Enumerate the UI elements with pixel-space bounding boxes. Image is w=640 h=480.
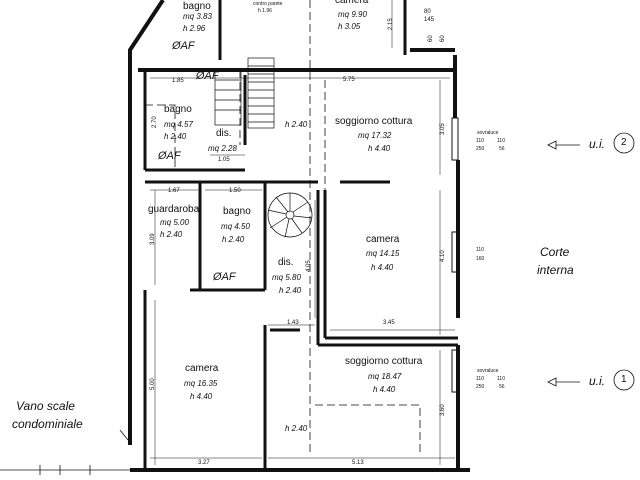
dim-80: 80 xyxy=(424,9,431,15)
bottom-details xyxy=(0,429,130,475)
room-camera-low-area: mq 16.35 xyxy=(184,379,218,388)
window-3-h2: 56 xyxy=(499,384,505,390)
dim-145: 145 xyxy=(424,17,435,23)
room-dis-2-area: mq 5.80 xyxy=(272,273,301,282)
dim-345: 3.45 xyxy=(383,320,395,326)
dim-309: 3.09 xyxy=(150,233,156,245)
unit-arrows xyxy=(547,132,635,391)
room-dis-1: dis. xyxy=(216,128,232,139)
room-bagno-mid-height: h 2.40 xyxy=(164,132,187,141)
room-camera-top-area: mq 9.90 xyxy=(338,10,367,19)
window-3-w1: 110 xyxy=(476,376,484,382)
spiral-stair xyxy=(267,192,313,238)
window-3-w2: 110 xyxy=(497,376,505,382)
vano-scale-label-1: Vano scale xyxy=(16,399,75,413)
room-soggiorno-1-height: h 4.40 xyxy=(368,144,391,153)
ui-label-2: u.i. xyxy=(589,137,606,151)
room-guardaroba-height: h 2.40 xyxy=(160,230,183,239)
ui-label-1: u.i. xyxy=(589,374,606,388)
room-camera-top: camera xyxy=(335,0,369,6)
room-dis-2-height: h 2.40 xyxy=(279,286,302,295)
window-1-h: 160 xyxy=(476,256,485,262)
room-camera-low-height: h 4.40 xyxy=(190,392,213,401)
room-camera-top-height: h 3.05 xyxy=(338,22,361,31)
window-2-w1: 110 xyxy=(476,138,484,144)
room-bagno-top: bagno xyxy=(183,1,211,12)
dim-405: 4.05 xyxy=(306,260,312,272)
room-soggiorno-1-area: mq 17.32 xyxy=(358,131,392,140)
af-label-3: ØAF xyxy=(158,150,181,162)
dim-150: 1.50 xyxy=(229,188,241,194)
room-guardaroba: guardaroba xyxy=(148,204,200,215)
room-soggiorno-1: soggiorno cottura xyxy=(335,116,413,127)
dimension-lines xyxy=(150,0,455,465)
room-bagno-low: bagno xyxy=(223,206,251,217)
room-dis-2: dis. xyxy=(278,257,294,268)
room-camera-mid-height: h 4.40 xyxy=(371,263,394,272)
windows xyxy=(451,117,459,393)
ui-number-1: 1 xyxy=(621,374,627,385)
room-bagno-mid: bagno xyxy=(164,104,192,115)
room-soggiorno-2: soggiorno cottura xyxy=(345,356,423,367)
dim-60a: 60 xyxy=(428,35,434,42)
dim-513: 5.13 xyxy=(352,460,364,466)
dim-270: 2.70 xyxy=(152,116,158,128)
window-2-w2: 110 xyxy=(497,138,505,144)
dim-575: 5.75 xyxy=(343,77,355,83)
room-bagno-mid-area: mq 4.57 xyxy=(164,120,193,129)
dim-360: 3.60 xyxy=(440,404,446,416)
sovraluce-label-2: sovraluce xyxy=(477,130,499,136)
room-dis-1-area: mq 2.28 xyxy=(208,144,237,153)
corte-label-2: interna xyxy=(537,263,574,277)
straight-stair xyxy=(214,57,275,129)
dim-185: 1.85 xyxy=(172,78,184,84)
sovraluce-label-1: sovraluce xyxy=(477,368,499,374)
corte-label-1: Corte xyxy=(540,245,570,259)
window-2-h1: 250 xyxy=(476,146,485,152)
room-soggiorno-2-area: mq 18.47 xyxy=(368,372,402,381)
dim-410: 4.10 xyxy=(440,250,446,262)
controparete-label: contro parete xyxy=(253,1,283,7)
dim-305: 3.05 xyxy=(440,123,446,135)
window-1-w: 110 xyxy=(476,247,484,253)
dim-215: 2.15 xyxy=(388,18,394,30)
dim-105: 1.05 xyxy=(218,157,230,163)
room-bagno-top-area: mq 3.83 xyxy=(183,12,212,21)
af-label-top: ØAF xyxy=(172,40,195,52)
dashed-lines xyxy=(145,0,421,455)
outer-walls xyxy=(128,0,470,472)
room-camera-mid-area: mq 14.15 xyxy=(366,249,400,258)
window-3-h1: 250 xyxy=(476,384,485,390)
dim-167: 1.67 xyxy=(168,188,180,194)
height-label-a: h 2.40 xyxy=(285,120,308,129)
room-camera-mid: camera xyxy=(366,234,400,245)
dim-327: 3.27 xyxy=(198,460,210,466)
window-2-h2: 56 xyxy=(499,146,505,152)
af-label-4: ØAF xyxy=(213,271,236,283)
vano-scale-label-2: condominiale xyxy=(12,417,83,431)
room-camera-low: camera xyxy=(185,363,219,374)
dim-60b: 60 xyxy=(440,35,446,42)
room-soggiorno-2-height: h 4.40 xyxy=(373,385,396,394)
af-label-2: ØAF xyxy=(196,70,219,82)
interior-walls xyxy=(143,0,458,470)
room-guardaroba-area: mq 5.00 xyxy=(160,218,189,227)
dim-500: 5.00 xyxy=(150,378,156,390)
room-bagno-top-height: h 2.96 xyxy=(183,24,206,33)
dim-143: 1.43 xyxy=(287,320,299,326)
room-bagno-low-height: h 2.40 xyxy=(222,235,245,244)
ui-number-2: 2 xyxy=(621,137,627,148)
height-label-b: h 2.40 xyxy=(285,424,308,433)
controparete-height: h 1.96 xyxy=(258,8,272,14)
room-bagno-low-area: mq 4.50 xyxy=(221,222,250,231)
